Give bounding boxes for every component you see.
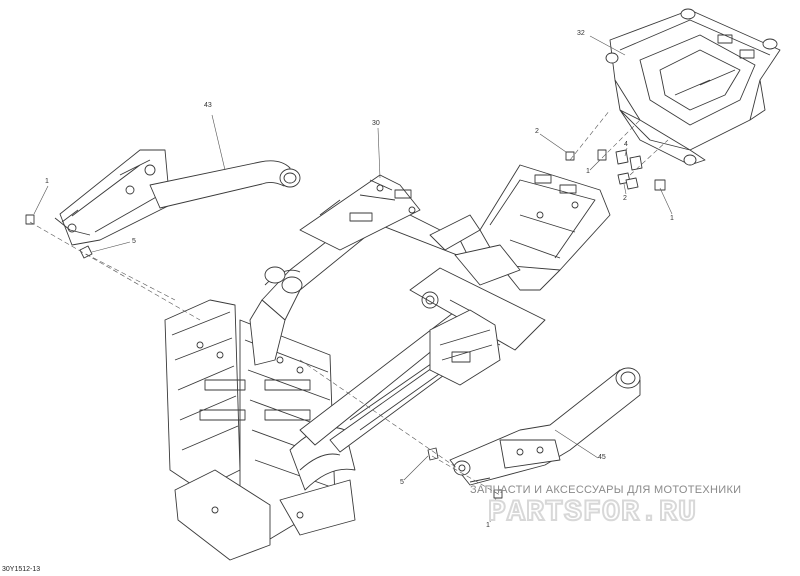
- part-45-side-tube: [449, 367, 641, 486]
- watermark-logo: PARTSFOR.RU: [487, 495, 698, 531]
- part-43-side-tube: [54, 149, 301, 246]
- callout-1-right: 1: [670, 215, 674, 222]
- callout-4: 4: [624, 141, 628, 148]
- part-30-main-frame: [164, 164, 611, 561]
- callout-1-left: 1: [45, 178, 49, 185]
- callout-5-bottom: 5: [400, 479, 404, 486]
- hardware-rear-cluster: [565, 149, 666, 191]
- part-32-rear-subframe: [605, 8, 781, 166]
- callout-32: 32: [577, 30, 585, 37]
- callout-1-bottom: 1: [486, 522, 490, 529]
- hardware-left: [25, 214, 93, 259]
- callout-43: 43: [204, 102, 212, 109]
- callout-2-mid: 2: [623, 195, 627, 202]
- leader-lines: [33, 35, 673, 523]
- callout-2-top: 2: [535, 128, 539, 135]
- callout-45: 45: [598, 454, 606, 461]
- callout-30: 30: [372, 120, 380, 127]
- watermark-tagline: ЗАПЧАСТИ И АКСЕССУАРЫ ДЛЯ МОТОТЕХНИКИ: [470, 484, 742, 496]
- callout-1-mid: 1: [586, 168, 590, 175]
- callout-5-left: 5: [132, 238, 136, 245]
- document-number: 30Y1512-13: [2, 566, 41, 573]
- assembly-dashed-lines: [29, 109, 669, 496]
